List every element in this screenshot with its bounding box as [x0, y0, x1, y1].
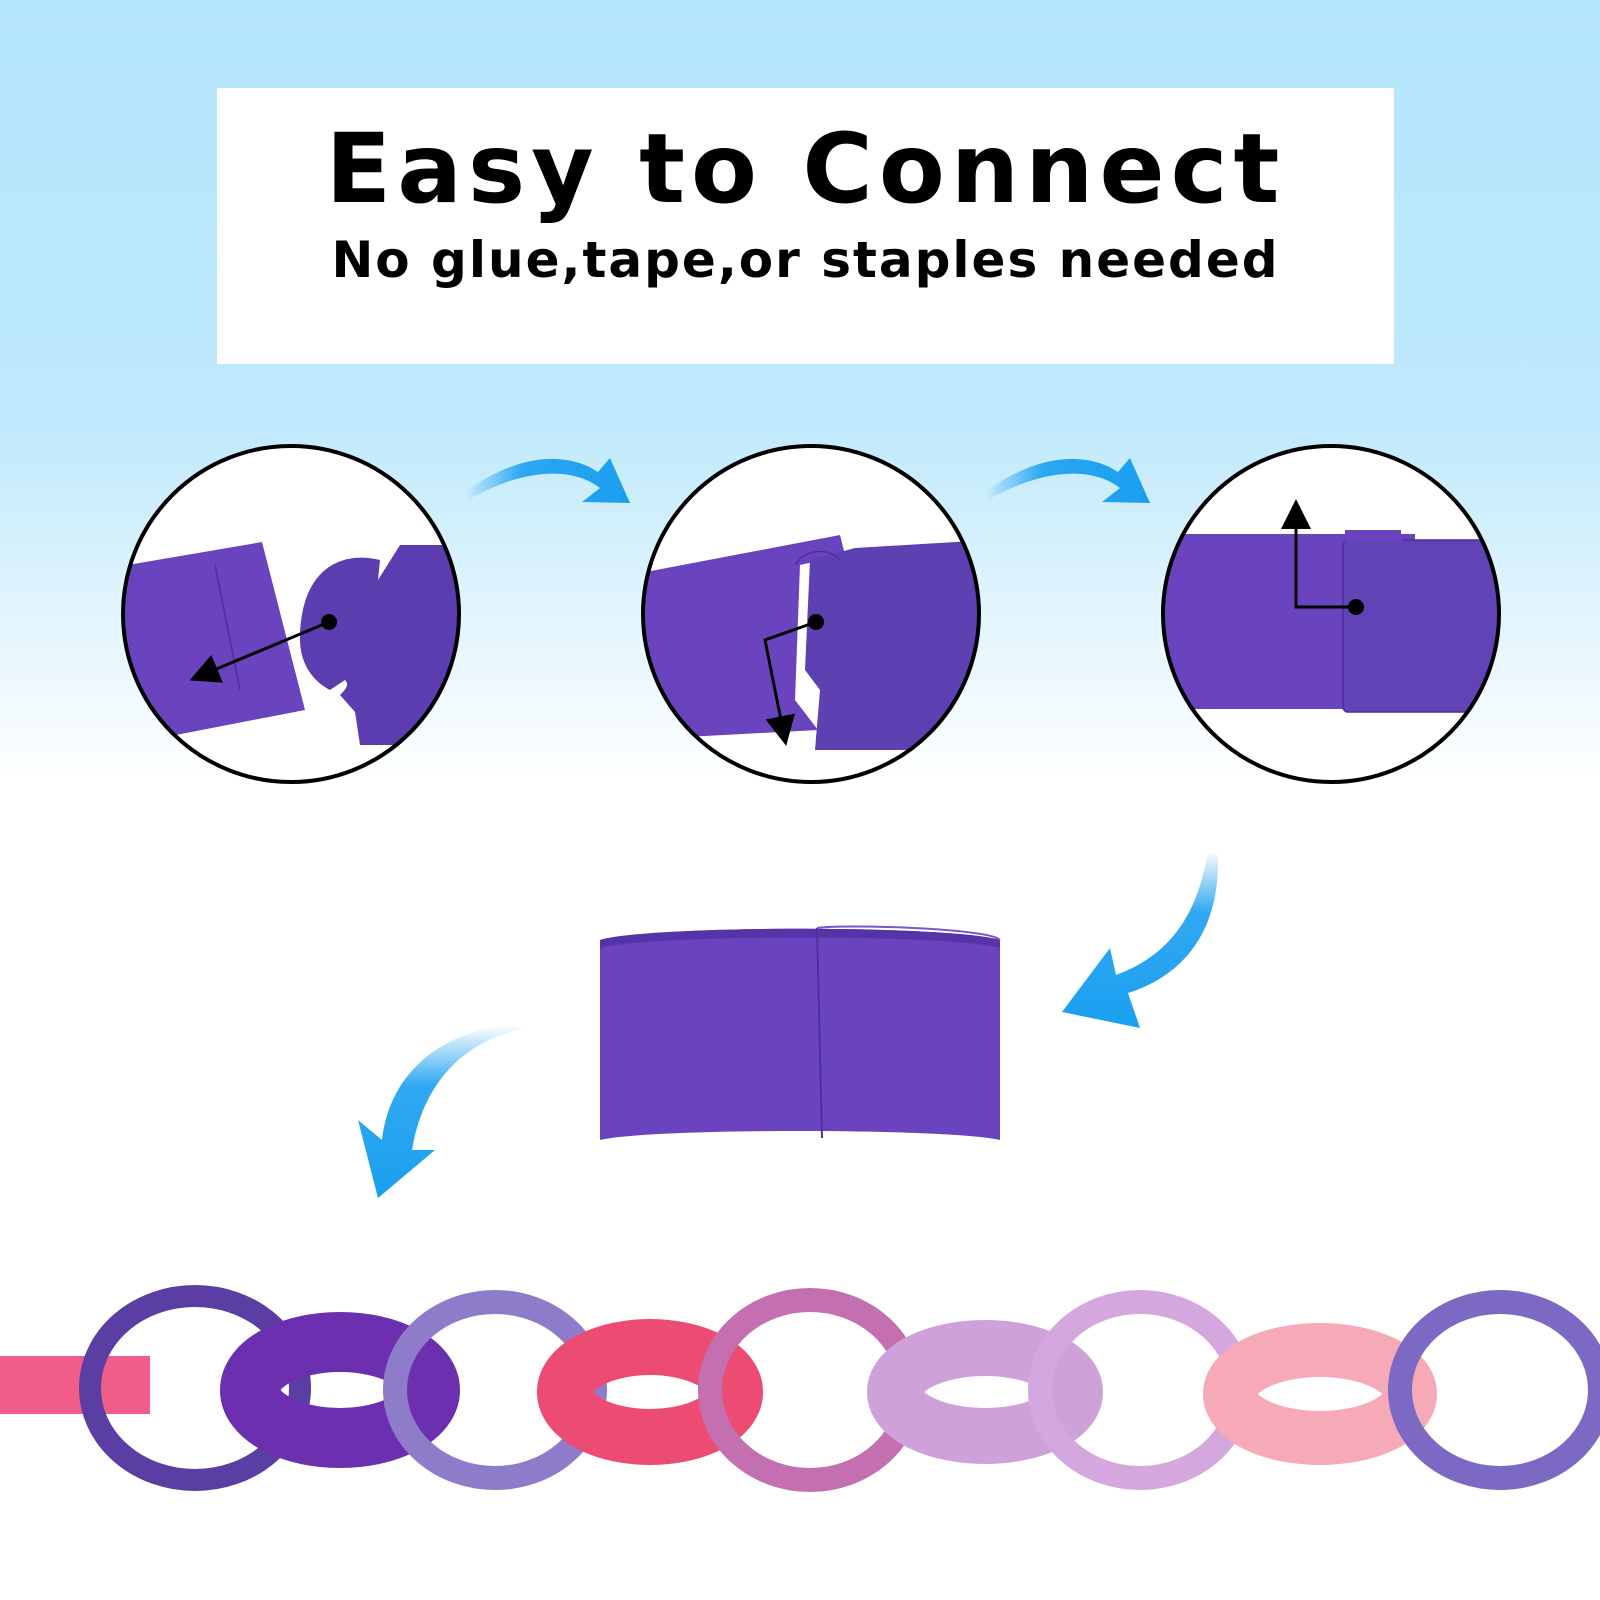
- finished-loop: [600, 925, 1001, 1140]
- step-2-circle: [641, 444, 981, 784]
- title-banner: Easy to Connect No glue,tape,or staples …: [217, 88, 1394, 364]
- step-1-circle: [121, 444, 461, 784]
- arrow-step2-to-step3-icon: [985, 458, 1150, 503]
- page-subtitle: No glue,tape,or staples needed: [331, 231, 1280, 290]
- arrow-step3-to-loop-icon: [1062, 850, 1219, 1028]
- page-title: Easy to Connect: [325, 113, 1286, 225]
- paper-chain: [0, 1285, 1600, 1492]
- step-3-circle: [1161, 444, 1501, 784]
- arrow-step1-to-step2-icon: [465, 458, 630, 503]
- arrow-loop-to-chain-icon: [358, 1025, 525, 1198]
